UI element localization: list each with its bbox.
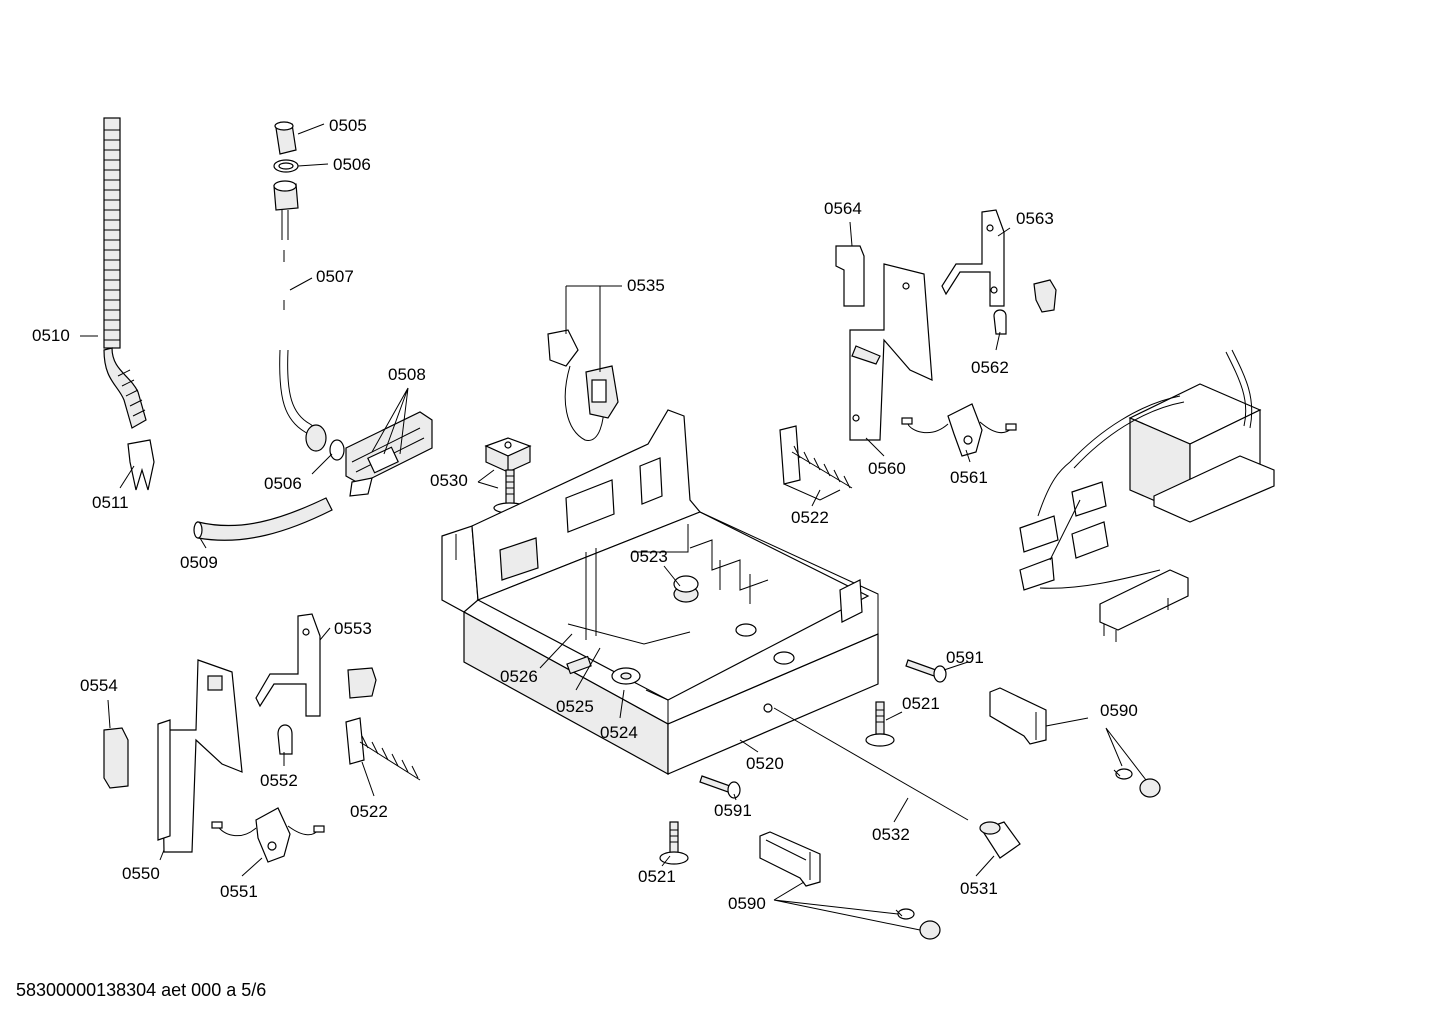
part-0590-screw-b bbox=[895, 908, 915, 920]
part-0591-screw-a bbox=[905, 659, 947, 683]
label-0510: 0510 bbox=[32, 326, 70, 345]
label-0563: 0563 bbox=[1016, 209, 1054, 228]
part-0531-foot bbox=[979, 821, 1021, 859]
label-0520: 0520 bbox=[746, 754, 784, 773]
label-0531: 0531 bbox=[960, 879, 998, 898]
part-0510-drain-hose bbox=[103, 117, 147, 429]
part-0561-sensor bbox=[901, 403, 1017, 457]
label-0522-b: 0522 bbox=[350, 802, 388, 821]
label-0511: 0511 bbox=[92, 493, 129, 512]
part-0590-cap-b bbox=[919, 920, 941, 940]
part-0590-cap-a bbox=[1139, 778, 1161, 798]
part-0511-clip bbox=[127, 439, 155, 491]
label-0591-b: 0591 bbox=[714, 801, 752, 820]
label-0521-b: 0521 bbox=[638, 867, 676, 886]
part-wiring-harness bbox=[1019, 349, 1275, 642]
label-0509: 0509 bbox=[180, 553, 218, 572]
part-0507-fill-hose bbox=[273, 180, 327, 452]
part-0552-clip bbox=[277, 724, 293, 755]
label-0524: 0524 bbox=[600, 723, 638, 742]
part-0522-spring-hinge-b bbox=[345, 717, 421, 781]
part-0553-clip bbox=[347, 667, 377, 699]
part-0530-block bbox=[484, 437, 532, 473]
label-0564: 0564 bbox=[824, 199, 862, 218]
part-0553-bracket bbox=[255, 613, 321, 717]
label-0535: 0535 bbox=[627, 276, 665, 295]
label-0506-b: 0506 bbox=[264, 474, 302, 493]
part-0563-bracket bbox=[941, 209, 1005, 307]
label-0508: 0508 bbox=[388, 365, 426, 384]
label-0526: 0526 bbox=[500, 667, 538, 686]
part-0550-bracket bbox=[157, 659, 243, 853]
label-0560: 0560 bbox=[868, 459, 906, 478]
part-0564-clip bbox=[835, 245, 865, 307]
part-0509-hose bbox=[193, 497, 333, 541]
part-0505-cap bbox=[274, 121, 297, 155]
label-0532: 0532 bbox=[872, 825, 910, 844]
label-0525: 0525 bbox=[556, 697, 594, 716]
label-0530: 0530 bbox=[430, 471, 468, 490]
part-0521-foot-b bbox=[659, 821, 689, 865]
part-0535-cable-switch bbox=[547, 329, 619, 441]
part-0551-sensor bbox=[211, 807, 325, 863]
label-0554: 0554 bbox=[80, 676, 118, 695]
label-0590: 0590 bbox=[1100, 701, 1138, 720]
part-0532-rod bbox=[773, 707, 969, 821]
label-0521: 0521 bbox=[902, 694, 940, 713]
part-0522-spring-hinge bbox=[779, 425, 853, 501]
part-labels: 0505 0506 0507 0510 0508 0506 0511 0509 … bbox=[32, 116, 1138, 913]
label-0507: 0507 bbox=[316, 267, 354, 286]
label-0505: 0505 bbox=[329, 116, 367, 135]
part-0591-screw-b bbox=[699, 775, 741, 799]
label-0550: 0550 bbox=[122, 864, 160, 883]
part-0562-clip bbox=[993, 309, 1007, 335]
drawing-reference-footer: 58300000138304 aet 000 a 5/6 bbox=[16, 980, 267, 1000]
part-0560-bracket bbox=[849, 263, 933, 441]
part-0508-inlet-valve bbox=[345, 411, 433, 497]
label-0561: 0561 bbox=[950, 468, 988, 487]
part-0520-base-tub bbox=[441, 409, 879, 776]
part-0590-screw-a bbox=[1113, 768, 1133, 780]
part-0506-seal bbox=[273, 159, 299, 173]
part-0590-rail-a bbox=[989, 687, 1047, 745]
label-0506: 0506 bbox=[333, 155, 371, 174]
label-0590-b: 0590 bbox=[728, 894, 766, 913]
part-0554-clip bbox=[103, 727, 129, 789]
part-0563-clip bbox=[1033, 279, 1057, 313]
label-0522: 0522 bbox=[791, 508, 829, 527]
label-0552: 0552 bbox=[260, 771, 298, 790]
part-0590-rail-b bbox=[759, 831, 821, 887]
label-0553: 0553 bbox=[334, 619, 372, 638]
label-0523: 0523 bbox=[630, 547, 668, 566]
label-0591: 0591 bbox=[946, 648, 984, 667]
label-0551: 0551 bbox=[220, 882, 258, 901]
label-0562: 0562 bbox=[971, 358, 1009, 377]
part-0521-foot-a bbox=[865, 701, 895, 747]
part-0506-seal-b bbox=[329, 439, 345, 461]
leader-lines bbox=[80, 123, 1147, 931]
